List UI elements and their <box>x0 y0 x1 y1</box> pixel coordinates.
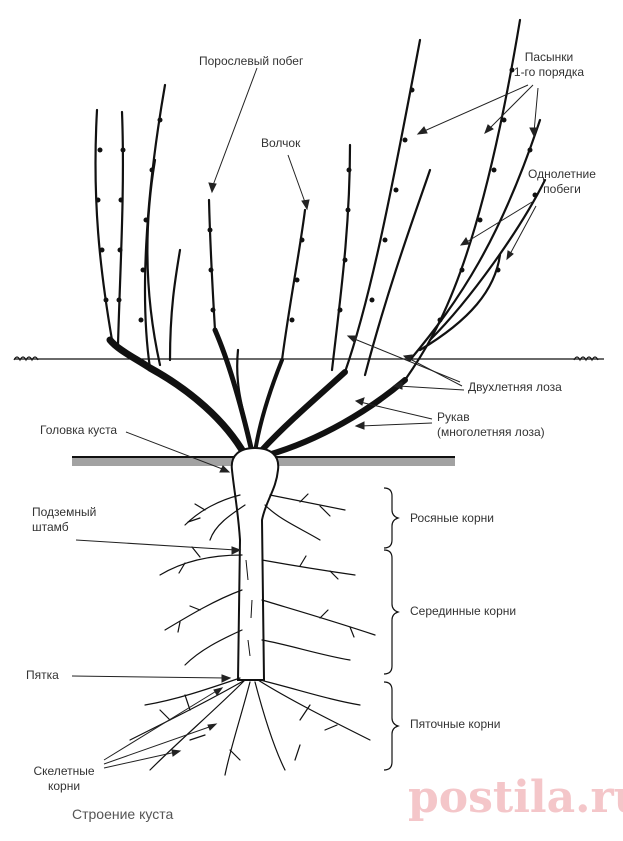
label-dew-roots: Росяные корни <box>410 511 494 525</box>
vine-trunk <box>230 446 280 681</box>
label-sleeve-line-1: Рукав <box>437 410 470 424</box>
label-underground-line-2: штамб <box>32 520 69 534</box>
buds <box>95 67 538 323</box>
label-stepsons-line-2: 1-го порядка <box>513 65 585 79</box>
sleeves <box>106 327 408 459</box>
label-stepsons: Пасынки 1-го порядка <box>506 50 592 80</box>
trellis-wire <box>13 356 604 362</box>
watermark-logo: postila.ru <box>408 772 623 823</box>
label-heel-roots: Пяточные корни <box>410 717 501 731</box>
root-zone-brackets <box>383 487 400 771</box>
label-heel: Пятка <box>26 668 59 682</box>
roots <box>129 493 376 776</box>
label-stepsons-line-1: Пасынки <box>524 50 574 64</box>
label-annual-line-2: побеги <box>543 182 581 196</box>
label-wolf: Волчок <box>261 136 301 150</box>
label-skeletal-roots: Скелетные корни <box>26 764 102 794</box>
label-annual-line-1: Однолетние <box>528 167 596 181</box>
label-bush-head: Головка куста <box>40 423 118 437</box>
label-underground-trunk: Подземный штамб <box>32 505 96 535</box>
shoots <box>94 18 547 442</box>
label-sleeve: Рукав (многолетняя лоза) <box>437 410 545 440</box>
label-middle-roots: Серединные корни <box>410 604 517 618</box>
label-sprout-shoot: Порослевый побег <box>199 54 304 68</box>
label-biennial-vine: Двухлетняя лоза <box>468 380 562 394</box>
figure-caption: Строение куста <box>72 806 174 822</box>
label-annual-shoots: Однолетние побеги <box>520 167 604 197</box>
label-sleeve-line-2: (многолетняя лоза) <box>437 425 545 439</box>
leader-lines <box>71 67 539 769</box>
label-underground-line-1: Подземный <box>32 505 97 519</box>
label-skeletal-line-2: корни <box>47 779 81 793</box>
label-skeletal-line-1: Скелетные <box>33 764 95 778</box>
